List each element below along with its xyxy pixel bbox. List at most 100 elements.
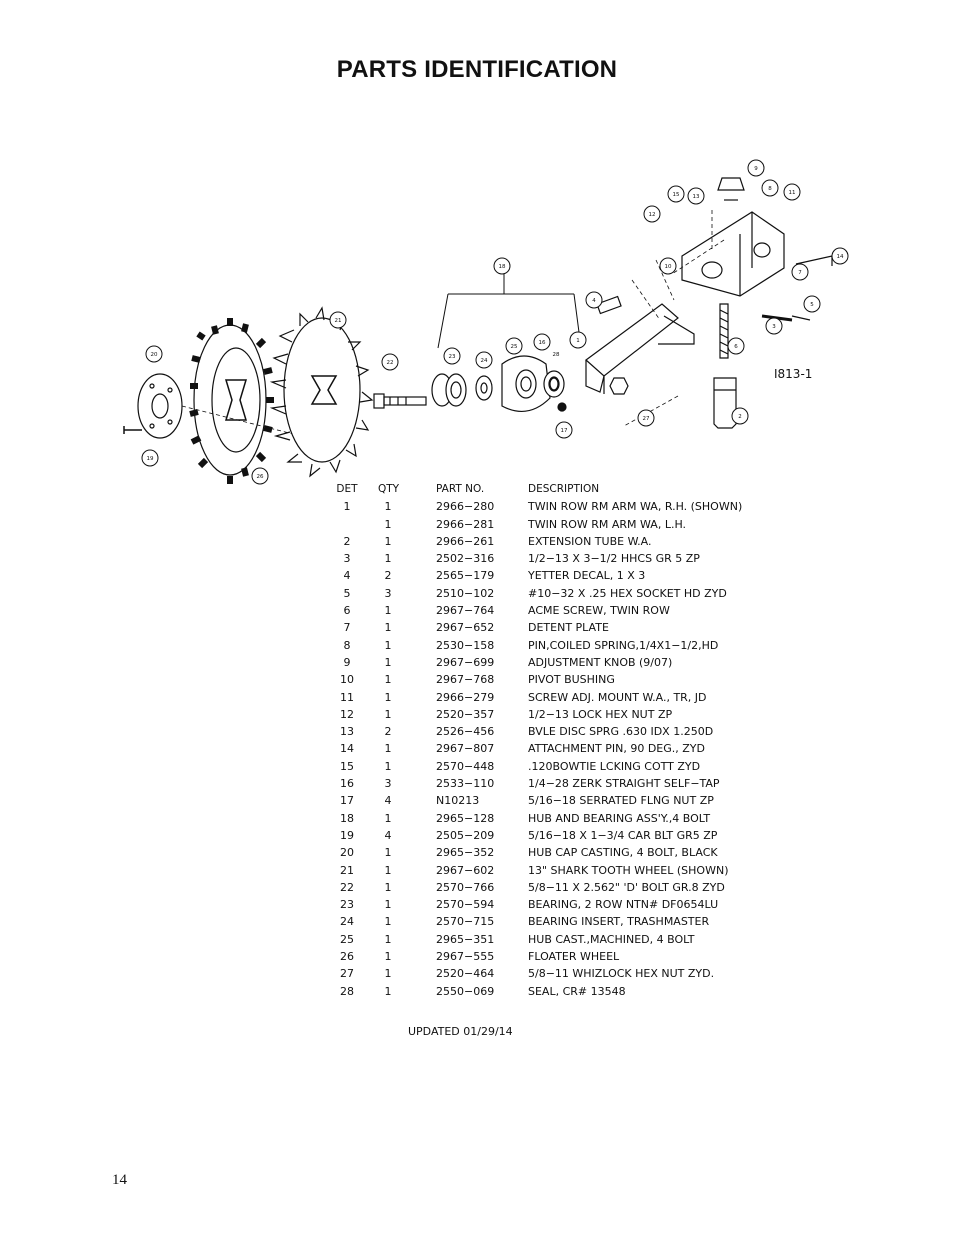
row-det: 1 (343, 500, 351, 514)
bearing-drawing (431, 373, 493, 407)
row-description: .120BOWTIE LCKING COTT ZYD (528, 759, 701, 773)
row-det: 22 (340, 880, 354, 894)
row-det: 15 (340, 759, 354, 773)
row-det: 14 (340, 742, 354, 756)
callout-25: 25 (505, 337, 523, 355)
row-qty: 1 (384, 604, 392, 618)
row-det: 11 (340, 690, 354, 704)
row-part-no: 2966−281 (436, 517, 495, 531)
row-part-no: 2520−464 (436, 967, 495, 981)
row-qty: 1 (384, 759, 392, 773)
row-qty: 1 (384, 638, 392, 652)
svg-text:16: 16 (539, 340, 546, 346)
row-qty: 1 (384, 742, 392, 756)
table-row: 14 1 2967−807 ATTACHMENT PIN, 90 DEG., ZYD (336, 740, 776, 757)
svg-text:18: 18 (499, 264, 506, 270)
svg-text:23: 23 (449, 354, 456, 360)
callout-12: 12 (643, 205, 661, 223)
shark-tooth-wheel-drawing (269, 306, 374, 478)
row-part-no: 2570−448 (436, 759, 495, 773)
row-det: 2 (343, 534, 351, 548)
svg-text:21: 21 (335, 318, 342, 324)
callout-5: 5 (803, 295, 821, 313)
svg-text:2: 2 (738, 414, 742, 420)
callout-23: 23 (443, 347, 461, 365)
row-det: 18 (340, 811, 354, 825)
row-qty: 1 (384, 932, 392, 946)
callout-2: 2 (731, 407, 749, 425)
header-qty: QTY (378, 483, 400, 495)
callout-22: 22 (381, 353, 399, 371)
svg-text:20: 20 (151, 352, 158, 358)
svg-text:19: 19 (147, 456, 154, 462)
callout-3: 3 (765, 317, 783, 335)
svg-text:5: 5 (810, 302, 814, 308)
row-description: YETTER DECAL, 1 X 3 (528, 569, 646, 583)
svg-text:1: 1 (576, 338, 580, 344)
row-qty: 2 (384, 725, 392, 739)
svg-text:8: 8 (768, 186, 772, 192)
row-description: ATTACHMENT PIN, 90 DEG., ZYD (528, 742, 705, 756)
callout-28: 28 (553, 352, 560, 358)
row-qty: 1 (384, 898, 392, 912)
row-part-no: 2967−652 (436, 621, 495, 635)
callout-6: 6 (727, 337, 745, 355)
svg-text:12: 12 (649, 212, 656, 218)
row-qty: 1 (384, 655, 392, 669)
row-det: 20 (340, 846, 354, 860)
callout-16: 16 (533, 333, 551, 351)
svg-text:15: 15 (673, 192, 680, 198)
callout-13: 13 (687, 187, 705, 205)
row-description: #10−32 X .25 HEX SOCKET HD ZYD (528, 586, 727, 600)
row-description: 13" SHARK TOOTH WHEEL (SHOWN) (528, 863, 729, 877)
hub-casting-drawing (501, 355, 565, 413)
page-title: PARTS IDENTIFICATION (336, 56, 618, 83)
row-part-no: 2967−699 (436, 655, 495, 669)
row-description: HUB CAST.,MACHINED, 4 BOLT (528, 932, 695, 946)
header-description: DESCRIPTION (528, 483, 600, 495)
row-qty: 1 (384, 846, 392, 860)
row-part-no: 2550−069 (436, 984, 495, 998)
row-det: 26 (340, 950, 354, 964)
row-part-no: 2967−807 (436, 742, 495, 756)
svg-text:14: 14 (837, 254, 844, 260)
svg-text:28: 28 (553, 352, 560, 358)
svg-text:25: 25 (511, 344, 518, 350)
row-description: 1/2−13 X 3−1/2 HHCS GR 5 ZP (528, 552, 700, 566)
row-det: 13 (340, 725, 354, 739)
row-qty: 3 (384, 777, 392, 791)
row-description: PIN,COILED SPRING,1/4X1−1/2,HD (528, 638, 719, 652)
row-det: 19 (340, 828, 354, 842)
row-qty: 1 (384, 621, 392, 635)
parts-table-header: DET QTY PART NO. DESCRIPTION (336, 481, 776, 498)
svg-text:17: 17 (561, 428, 568, 434)
row-det: 28 (340, 984, 354, 998)
row-qty: 1 (384, 673, 392, 687)
svg-text:6: 6 (734, 344, 738, 350)
row-qty: 1 (384, 500, 392, 514)
callout-4: 4 (585, 291, 603, 309)
row-qty: 1 (384, 967, 392, 981)
row-qty: 1 (384, 552, 392, 566)
row-description: 1/2−13 LOCK HEX NUT ZP (528, 707, 673, 721)
svg-text:22: 22 (387, 360, 394, 366)
row-description: DETENT PLATE (528, 621, 609, 635)
row-qty: 4 (384, 794, 392, 808)
callout-27: 27 (637, 409, 655, 427)
row-part-no: 2965−351 (436, 932, 495, 946)
row-part-no: 2967−602 (436, 863, 495, 877)
